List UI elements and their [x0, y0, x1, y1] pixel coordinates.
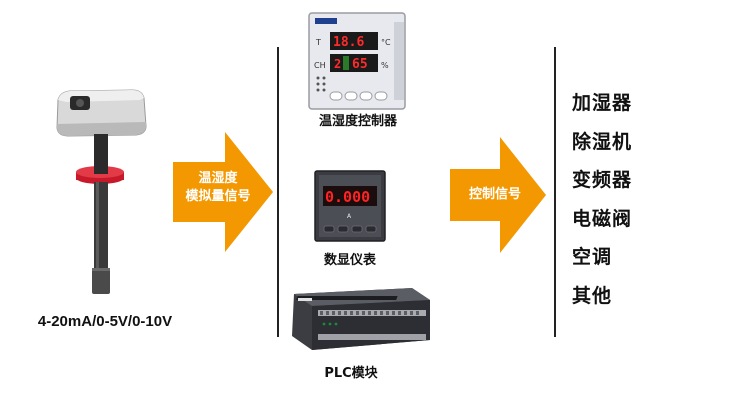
analog-signal-arrow: [173, 132, 273, 252]
controller-bottom-unit: %: [381, 61, 389, 70]
controlled-equipment-list: 加湿器 除湿机 变频器 电磁阀 空调 其他: [572, 88, 632, 319]
controller-bottom-reading: 65: [352, 57, 368, 72]
divider-line-left: [277, 47, 279, 337]
output-item-inverter: 变频器: [572, 169, 633, 191]
divider-line-right: [554, 47, 556, 337]
digital-panel-meter: 0.000 A: [314, 170, 386, 242]
control-signal-arrow: [450, 137, 546, 253]
meter-unit: A: [347, 213, 352, 220]
temperature-humidity-controller: 18.6 °C T 2 65 % CH: [308, 12, 406, 110]
controller-bottom-prefix: 2: [334, 57, 341, 71]
controller-caption: 温湿度控制器: [318, 114, 397, 129]
output-item-humidifier: 加湿器: [572, 92, 633, 114]
sensor-output-caption: 4-20mA/0-5V/0-10V: [37, 313, 173, 330]
controller-top-unit: °C: [381, 38, 391, 47]
humidity-temperature-sensor: [56, 89, 147, 294]
control-signal-label: 控制信号: [468, 187, 521, 202]
svg-text:CH: CH: [314, 61, 326, 70]
meter-reading: 0.000: [325, 188, 370, 206]
plc-caption: PLC模块: [324, 366, 378, 381]
controller-top-reading: 18.6: [333, 35, 364, 50]
plc-module: [292, 288, 430, 350]
meter-caption: 数显仪表: [323, 253, 376, 268]
output-item-other: 其他: [572, 284, 613, 307]
svg-text:T: T: [315, 38, 321, 47]
output-item-air-conditioner: 空调: [572, 246, 613, 268]
output-item-solenoid-valve: 电磁阀: [572, 207, 633, 230]
analog-signal-label: 温湿度 模拟量信号: [178, 170, 258, 206]
analog-signal-label-line1: 温湿度: [198, 171, 238, 186]
analog-signal-label-line2: 模拟量信号: [185, 189, 251, 204]
output-item-dehumidifier: 除湿机: [572, 130, 633, 153]
